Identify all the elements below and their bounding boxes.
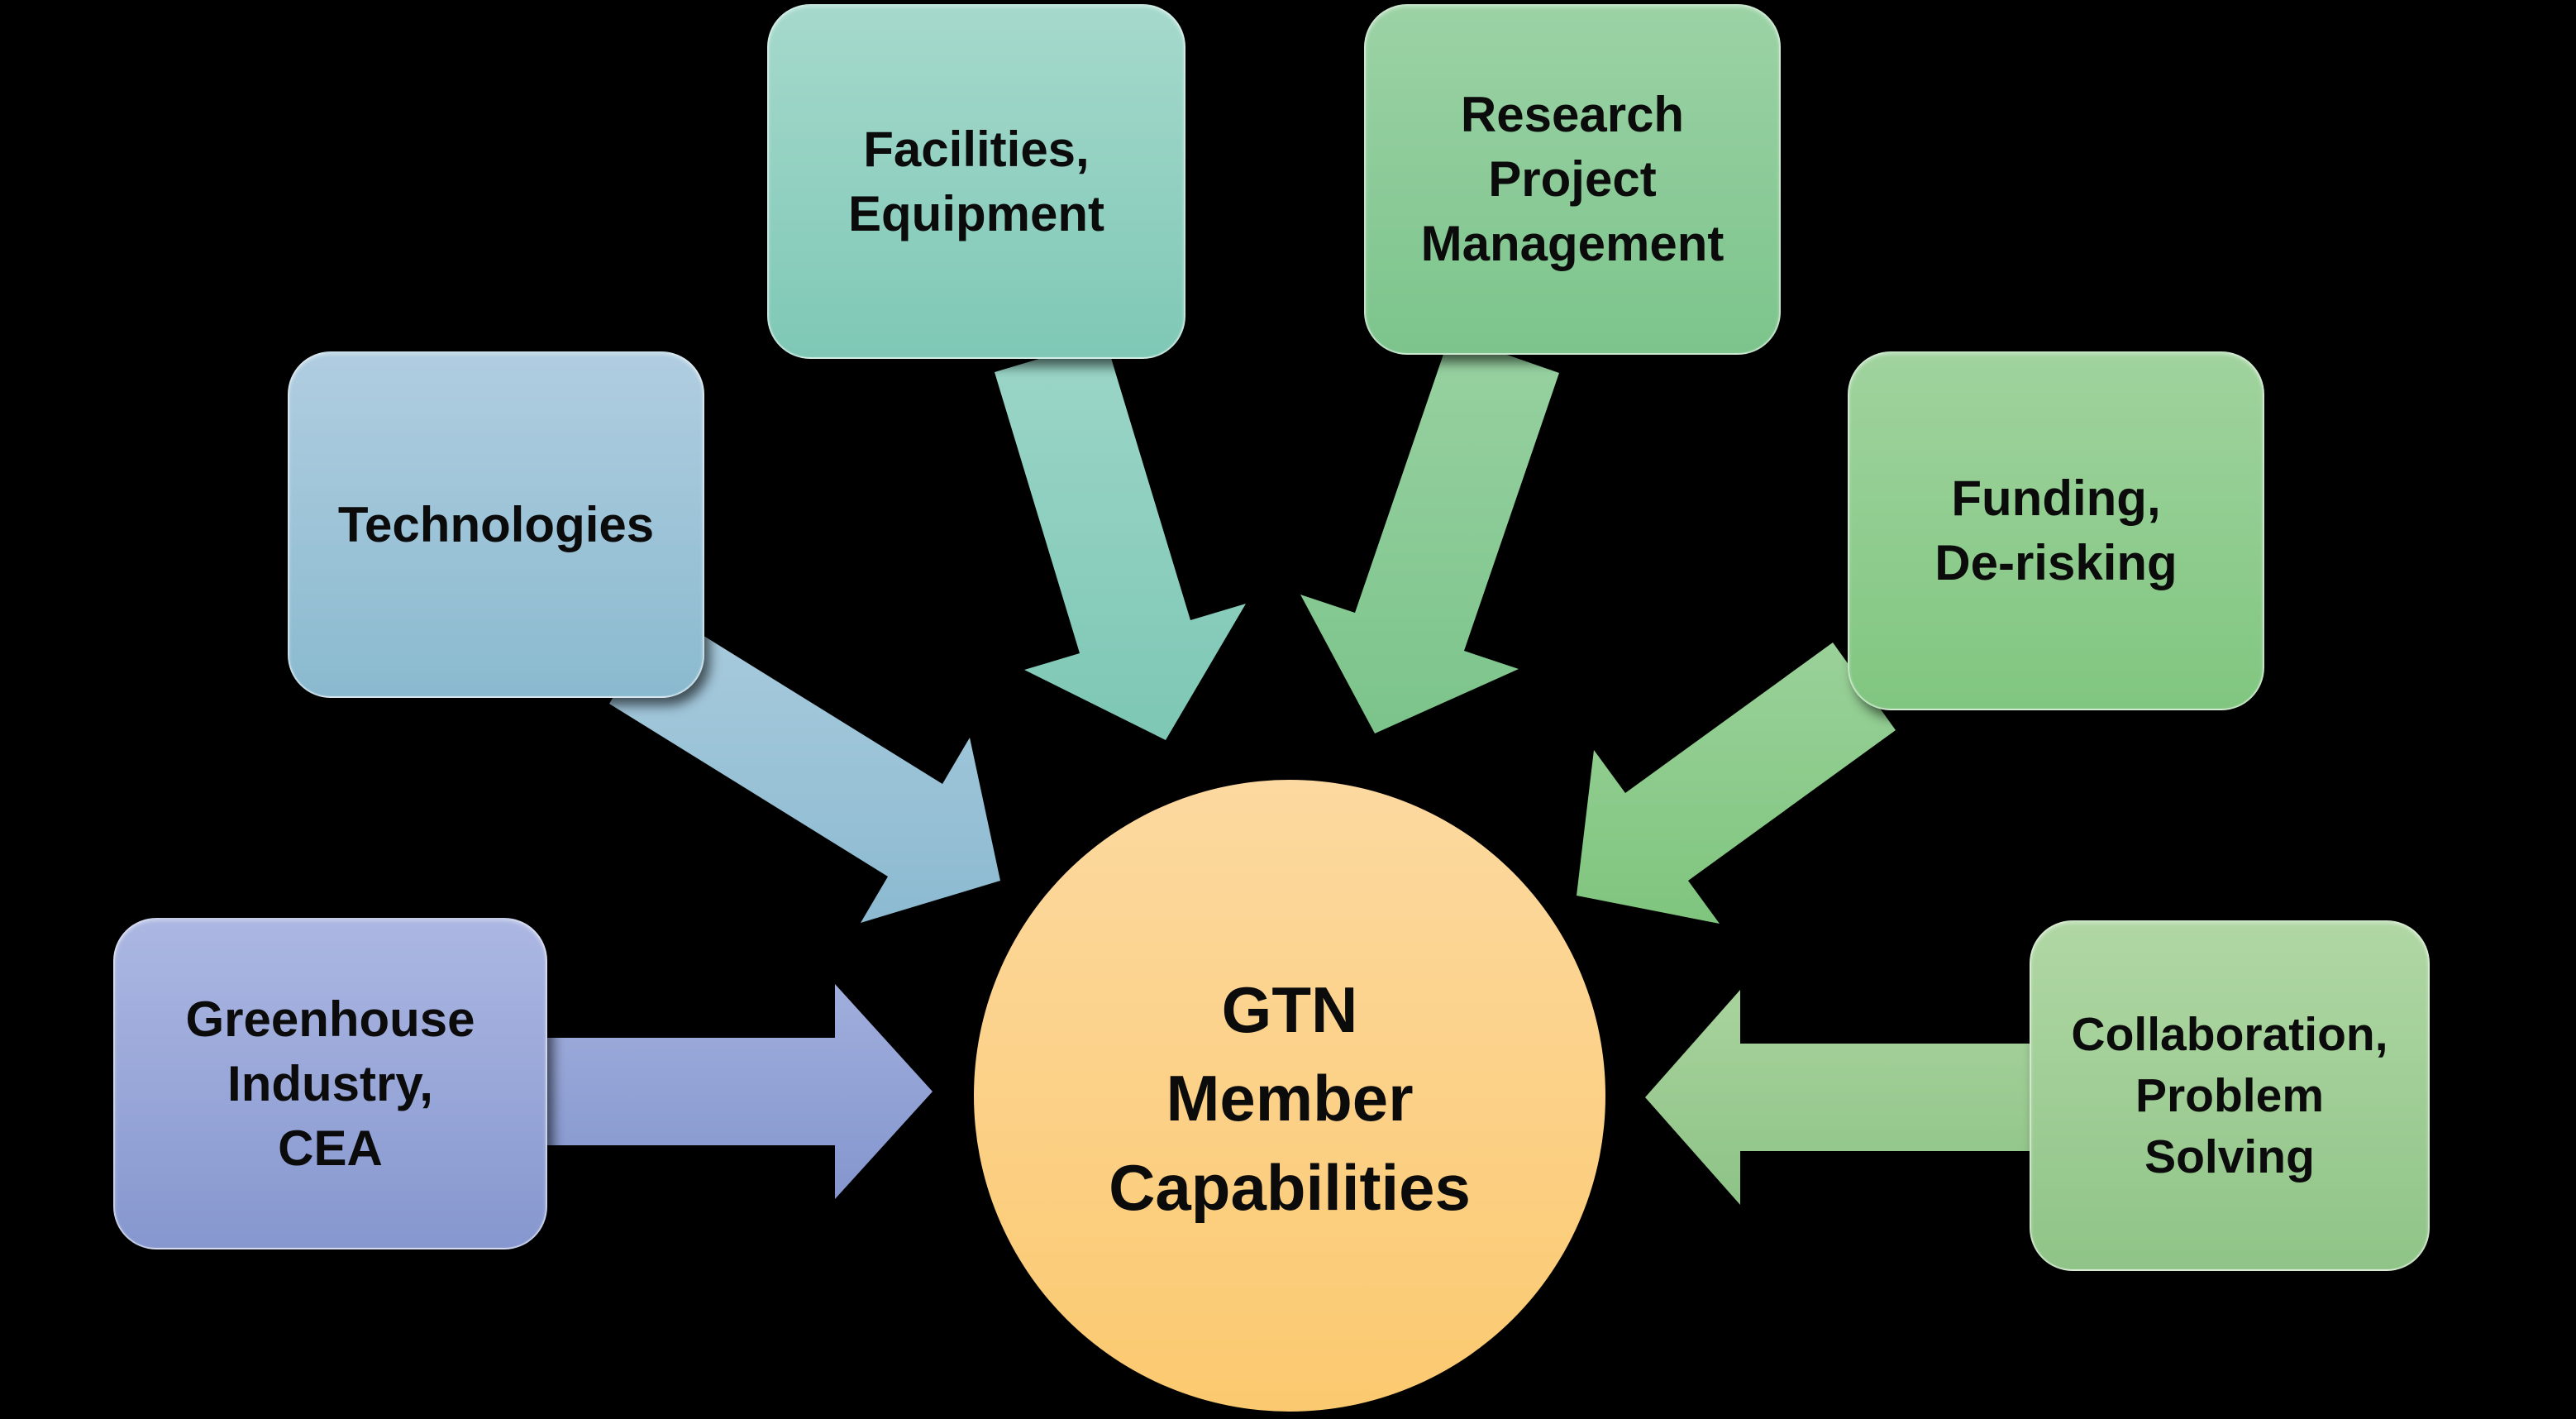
- box-facilities-equipment: Facilities, Equipment: [767, 4, 1185, 359]
- technologies-to-center-arrow: [609, 611, 1000, 923]
- box-label-line: Project: [1488, 151, 1657, 207]
- collaboration-to-center-arrow: [1645, 990, 2042, 1205]
- box-label-line: Solving: [2144, 1130, 2315, 1184]
- box-label-line: Technologies: [337, 496, 655, 552]
- box-greenhouse-industry-cea: Greenhouse Industry, CEA: [113, 918, 547, 1249]
- box-label-line: Facilities,: [863, 121, 1090, 177]
- greenhouse-to-center-arrow: [544, 984, 933, 1199]
- box-label-line: Collaboration,: [2071, 1007, 2388, 1061]
- facilities-to-center-arrow: [995, 339, 1246, 740]
- box-label-line: Research: [1460, 87, 1685, 142]
- center-circle-label-line: Member: [1166, 1062, 1414, 1135]
- box-label-line: Problem: [2135, 1068, 2325, 1122]
- center-circle-label-line: Capabilities: [1109, 1150, 1471, 1224]
- box-label-line: CEA: [278, 1120, 383, 1176]
- box-label-line: Industry,: [227, 1055, 433, 1111]
- box-label-line: De-risking: [1934, 535, 2178, 590]
- box-label-line: Management: [1420, 216, 1724, 271]
- box-collaboration-problem-solving: Collaboration, Problem Solving: [2030, 920, 2430, 1271]
- box-funding-de-risking: Funding, De-risking: [1848, 351, 2264, 710]
- box-label-line: Funding,: [1951, 471, 2161, 526]
- box-research-project-management: Research Project Management: [1364, 4, 1781, 355]
- box-label-line: Greenhouse: [185, 991, 475, 1047]
- center-circle-label-line: GTN: [1221, 972, 1358, 1046]
- research-to-center-arrow: [1300, 335, 1559, 733]
- center-circle-gtn-member-capabilities: GTN Member Capabilities: [974, 780, 1605, 1412]
- box-label-line: Equipment: [848, 185, 1104, 241]
- box-technologies: Technologies: [288, 351, 704, 698]
- funding-to-center-arrow: [1577, 643, 1896, 924]
